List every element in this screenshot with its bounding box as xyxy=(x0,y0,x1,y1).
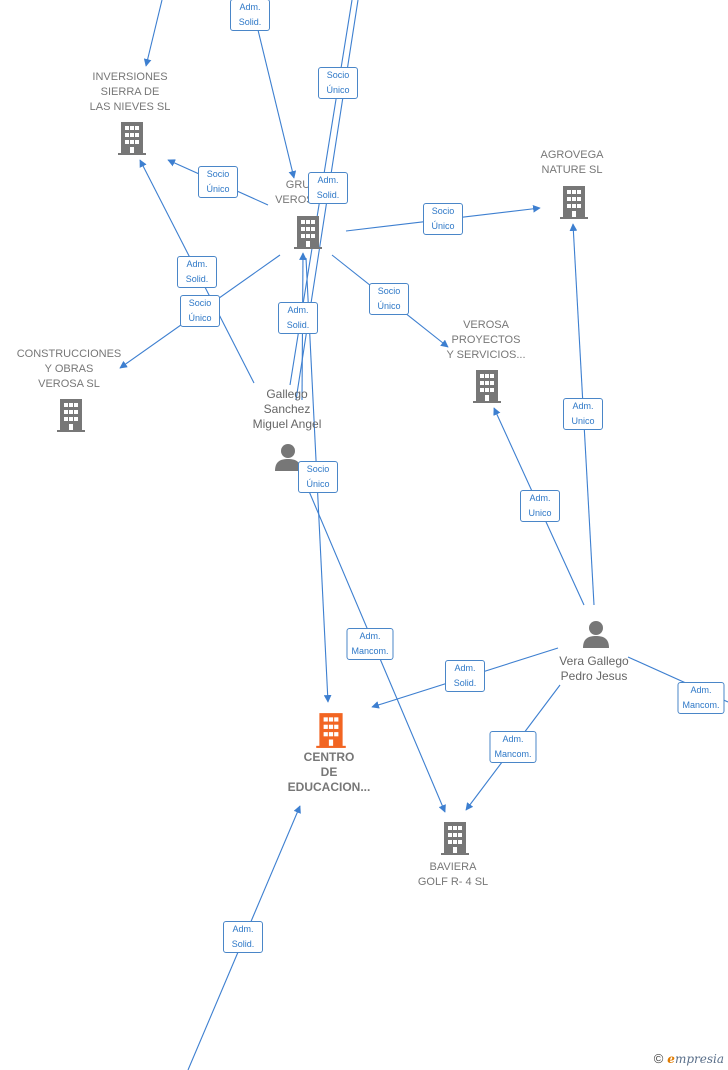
relation-label[interactable]: Adm. Unico xyxy=(563,398,603,430)
node-label: CENTRO DE EDUCACION... xyxy=(287,750,371,794)
relation-label[interactable]: Adm. Solid. xyxy=(445,660,485,692)
relation-label[interactable]: Socio Único xyxy=(423,203,463,235)
relation-label[interactable]: Adm. Mancom. xyxy=(489,731,537,763)
relation-label[interactable]: Socio Único xyxy=(369,283,409,315)
relation-label[interactable]: Adm. Mancom. xyxy=(346,628,394,660)
relation-label[interactable]: Socio Único xyxy=(198,166,238,198)
relation-label[interactable]: Adm. Mancom. xyxy=(677,682,725,714)
building-icon xyxy=(294,216,322,249)
node-label: Vera Gallego Pedro Jesus xyxy=(559,654,629,683)
building-icon xyxy=(118,122,146,155)
node-label: CONSTRUCCIONES Y OBRAS VEROSA SL xyxy=(16,348,122,390)
edge xyxy=(143,0,163,67)
node-label: AGROVEGA NATURE SL xyxy=(540,149,604,176)
relation-label[interactable]: Socio Único xyxy=(318,67,358,99)
person-icon xyxy=(583,621,609,648)
relation-label[interactable]: Adm. Solid. xyxy=(177,256,217,288)
node-label: INVERSIONES SIERRA DE LAS NIEVES SL xyxy=(89,71,171,113)
brand-logo[interactable]: © empresia xyxy=(654,1051,724,1066)
relation-label[interactable]: Socio Único xyxy=(298,461,338,493)
brand-name: mpresia xyxy=(674,1051,724,1066)
building-icon xyxy=(473,370,501,403)
brand-initial: e xyxy=(667,1051,675,1066)
node-label: Gallego Sanchez Miguel Angel xyxy=(252,387,322,431)
building-icon xyxy=(441,822,469,855)
building-icon xyxy=(560,186,588,219)
relation-label[interactable]: Adm. Solid. xyxy=(223,921,263,953)
relation-label[interactable]: Socio Único xyxy=(180,295,220,327)
relation-label[interactable]: Adm. Solid. xyxy=(278,302,318,334)
relation-label[interactable]: Adm. Unico xyxy=(520,490,560,522)
building-icon xyxy=(57,399,85,432)
relation-label[interactable]: Adm. Solid. xyxy=(308,172,348,204)
node-label: BAVIERA GOLF R- 4 SL xyxy=(417,861,489,888)
node-label: VEROSA PROYECTOS Y SERVICIOS... xyxy=(446,319,526,361)
copyright-icon: © xyxy=(653,1051,664,1066)
relation-label[interactable]: Adm. Solid. xyxy=(230,0,270,31)
person-icon xyxy=(275,444,301,471)
building-icon xyxy=(316,713,346,748)
edge xyxy=(257,29,297,179)
